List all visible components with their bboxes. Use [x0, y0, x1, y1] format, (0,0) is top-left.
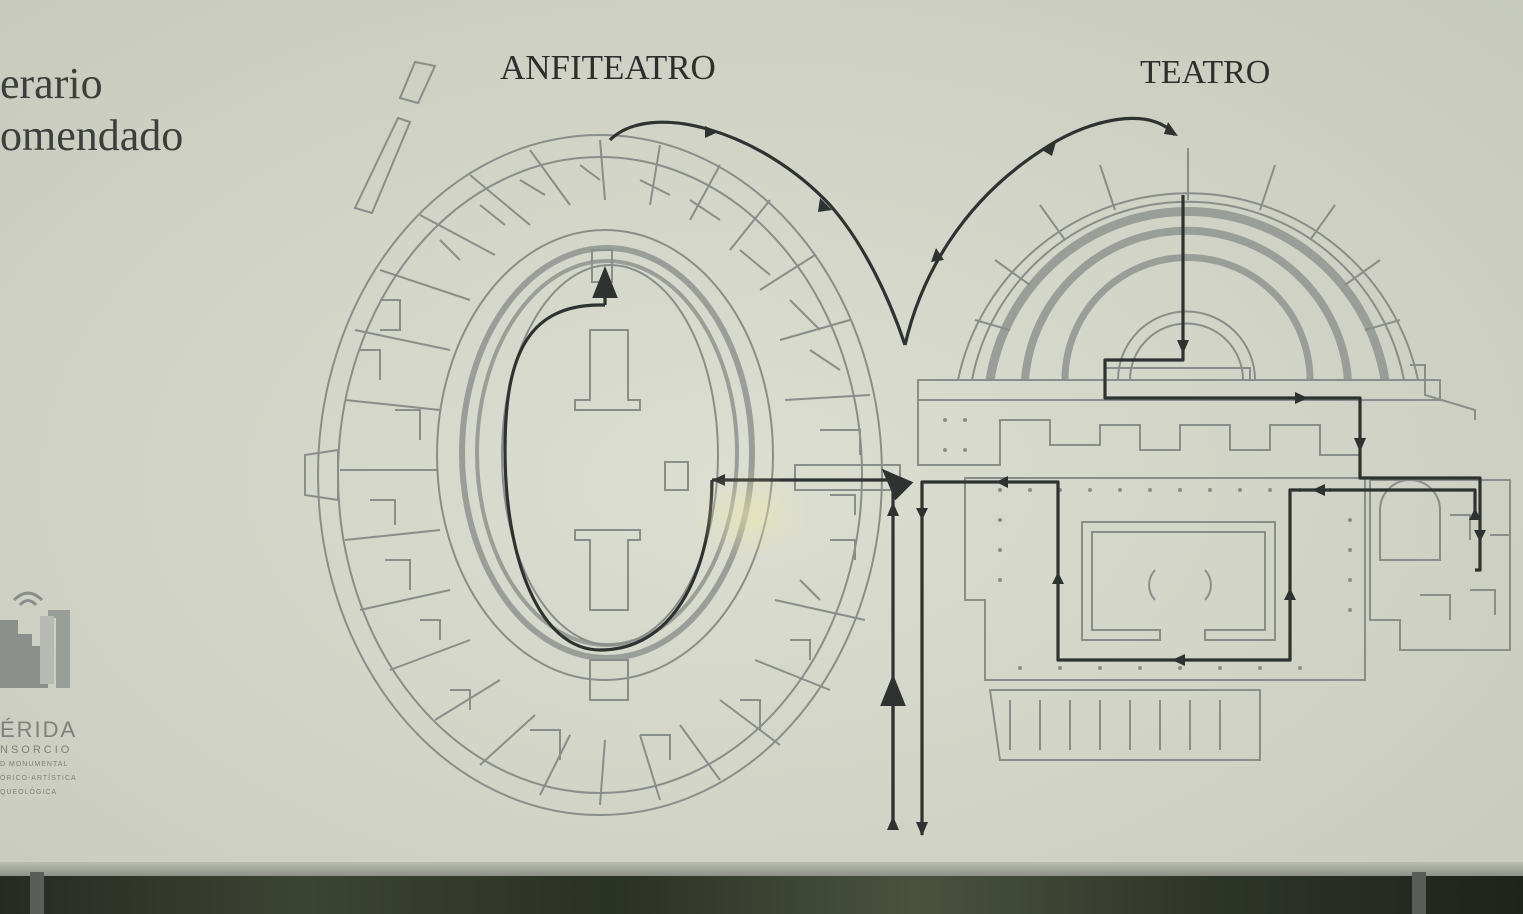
theatre-seating-upper: [985, 207, 1390, 381]
amphitheatre-cavea-outer: [436, 229, 774, 681]
theatre-label: TEATRO: [1140, 54, 1271, 91]
consortium-name-line-1: ÉRIDA: [0, 717, 78, 742]
amphitheatre-outer-gallery: [337, 156, 863, 794]
amphitheatre-radial-walls: [340, 139, 871, 806]
amphitheatre-label: ANFITEATRO: [500, 48, 716, 87]
theatre-east-house: [1369, 479, 1511, 651]
consortium-name-line-2: NSORCIO: [0, 744, 73, 756]
route-amphitheatre-arc: [608, 120, 907, 346]
sign-frame-edge: [0, 862, 1523, 876]
background-foliage: [0, 876, 1523, 914]
theatre-plan: [917, 148, 1511, 761]
consortium-name-line-3: D MONUMENTAL: [0, 761, 69, 768]
arrow-icon: [887, 682, 899, 696]
arrow-icon: [1469, 508, 1481, 520]
theatre-porticus: [964, 477, 1366, 681]
recommended-route: [503, 116, 1482, 835]
arrow-icon: [712, 474, 725, 486]
arrow-icon: [1312, 484, 1325, 496]
amphitheatre-plan: [304, 60, 901, 816]
amphitheatre-west-gate: [304, 448, 339, 502]
arrow-icon: [1177, 340, 1189, 354]
arrow-icon: [1284, 588, 1296, 600]
arrow-icon: [1172, 654, 1185, 666]
route-theatre-arc: [903, 116, 1177, 346]
arena-pit-east: [664, 461, 689, 491]
consortium-name-line-5: QUEOLÓGICA: [0, 789, 58, 796]
route-arena-loop: [503, 303, 714, 652]
theatre-garden-shrine: [1148, 569, 1212, 601]
theatre-garden-enclosure: [1081, 521, 1276, 641]
sign-post-right: [1412, 872, 1426, 914]
arrow-icon: [599, 278, 611, 292]
theatre-colonnade-dots: [943, 418, 1352, 670]
theatre-seating-ima: [1061, 254, 1314, 381]
arrow-icon: [1295, 392, 1308, 404]
theatre-scaenae-frons: [917, 400, 1361, 466]
theatre-orchestra-inner: [1129, 322, 1244, 381]
arrow-icon: [1164, 122, 1178, 136]
arrow-icon: [1052, 572, 1064, 584]
consortium-name: ÉRIDA NSORCIO D MONUMENTAL ÓRICO-ARTÍSTI…: [0, 718, 77, 800]
amphitheatre-fragment-west: [353, 116, 412, 215]
theatre-south-rooms: [988, 689, 1261, 761]
arrow-icon: [916, 822, 928, 836]
amphitheatre-fragment-north: [398, 60, 437, 105]
theatre-cavea-outer-2: [971, 200, 1405, 381]
route-theatre-cross: [1103, 195, 1482, 572]
arena-pit-north: [574, 329, 641, 411]
arrow-icon: [1474, 530, 1486, 542]
theatre-pulpitum: [1104, 367, 1251, 381]
amphitheatre-axis-gates: [589, 249, 629, 701]
itinerary-heading-line-2: omendado: [0, 111, 184, 160]
amphitheatre-seating-tiers-inner: [475, 259, 739, 647]
arrow-icon: [818, 198, 832, 212]
amphitheatre-east-gate: [794, 464, 901, 491]
arrow-icon: [1354, 438, 1366, 452]
amphitheatre-outer-wall: [317, 134, 883, 816]
arrow-icon: [705, 126, 718, 138]
arrow-icon: [887, 816, 899, 830]
arrow-icon: [996, 476, 1008, 488]
amphitheatre-arena: [501, 264, 719, 646]
arrow-icon: [916, 508, 928, 520]
itinerary-heading: erario omendado: [0, 58, 183, 162]
arena-pit-south: [574, 529, 641, 611]
arrow-icon: [887, 502, 899, 516]
consortium-name-line-4: ÓRICO-ARTÍSTICA: [0, 775, 77, 782]
amphitheatre-room-details: [360, 164, 861, 760]
theatre-east-wall: [1410, 364, 1476, 420]
amphitheatre-seating-tiers: [459, 245, 755, 661]
city-consortium-logo-icon: [0, 591, 70, 688]
theatre-orchestra: [1117, 310, 1256, 381]
theatre-seating-lower: [1021, 226, 1352, 381]
arrow-icon: [931, 248, 944, 262]
theatre-radial-aisles: [974, 148, 1401, 331]
arrow-icon: [1042, 142, 1056, 156]
route-porticus-loop: [920, 480, 1477, 835]
itinerary-heading-line-1: erario: [0, 59, 103, 108]
sign-post-left: [30, 872, 44, 914]
